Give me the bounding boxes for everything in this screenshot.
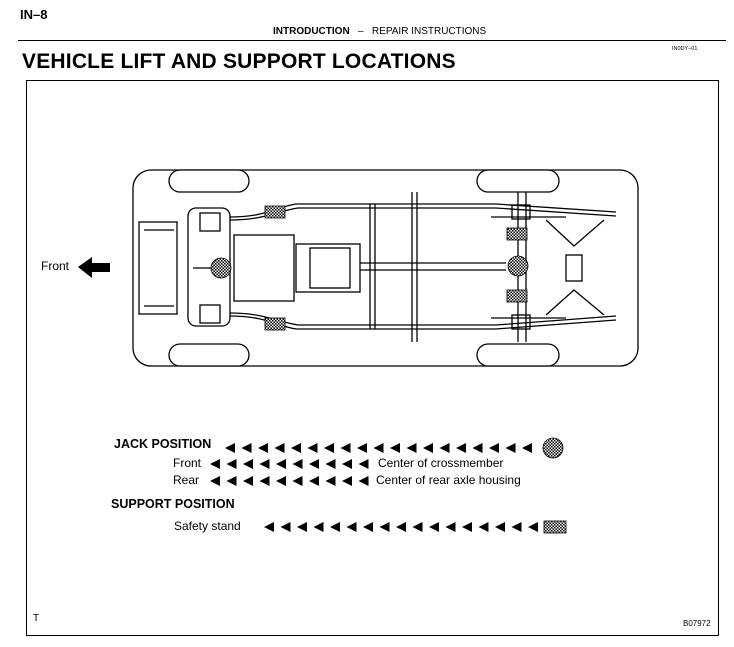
support-point-front-right bbox=[264, 317, 286, 331]
section-separator: – bbox=[358, 26, 364, 37]
left-triangle-icon bbox=[210, 476, 220, 486]
left-triangle-icon bbox=[406, 443, 417, 453]
front-left-tire bbox=[168, 169, 250, 193]
vehicle-underbody-diagram bbox=[132, 169, 639, 367]
left-triangle-icon bbox=[226, 459, 237, 469]
left-triangle-icon bbox=[379, 522, 390, 532]
jack-position-title: JACK POSITION bbox=[114, 437, 212, 451]
left-triangle-icon bbox=[522, 443, 532, 453]
left-triangle-icon bbox=[309, 459, 319, 469]
left-triangle-icon bbox=[462, 522, 472, 532]
left-triangle-icon bbox=[243, 459, 253, 469]
left-triangle-icon bbox=[264, 522, 274, 532]
left-triangle-icon bbox=[358, 476, 369, 486]
left-triangle-icon bbox=[280, 522, 291, 532]
left-triangle-icon bbox=[307, 443, 318, 453]
left-triangle-icon bbox=[292, 459, 303, 469]
left-triangle-icon bbox=[412, 522, 423, 532]
support-point-rear-right bbox=[506, 289, 528, 303]
left-triangle-icon bbox=[309, 476, 319, 486]
left-triangle-icon bbox=[511, 522, 522, 532]
rear-crossmember bbox=[545, 219, 605, 316]
figure-illustration bbox=[78, 169, 639, 534]
left-triangle-icon bbox=[396, 522, 406, 532]
front-end-area bbox=[138, 221, 178, 315]
document-code: IN0DY–01 bbox=[672, 46, 698, 52]
jack-rear-label: Rear bbox=[173, 473, 200, 487]
left-triangle-icon bbox=[324, 443, 334, 453]
front-label: Front bbox=[41, 259, 70, 273]
left-triangle-icon bbox=[478, 522, 489, 532]
left-triangle-icon bbox=[340, 443, 351, 453]
left-triangle-icon bbox=[210, 459, 220, 469]
rear-right-tire bbox=[476, 343, 560, 367]
jack-front-label: Front bbox=[173, 456, 202, 470]
left-triangle-icon bbox=[445, 522, 456, 532]
left-triangle-icon bbox=[330, 522, 340, 532]
left-triangle-icon bbox=[390, 443, 400, 453]
figure-id: B07972 bbox=[683, 619, 711, 628]
subsection-name: REPAIR INSTRUCTIONS bbox=[371, 26, 487, 37]
left-triangle-icon bbox=[291, 443, 301, 453]
left-triangle-icon bbox=[472, 443, 483, 453]
left-triangle-icon bbox=[297, 522, 307, 532]
left-triangle-icon bbox=[346, 522, 357, 532]
left-triangle-icon bbox=[358, 459, 369, 469]
jack-front-description: Center of crossmember bbox=[378, 456, 504, 470]
jack-points bbox=[210, 255, 529, 279]
left-triangle-icon bbox=[325, 476, 336, 486]
front-right-tire bbox=[168, 343, 250, 367]
left-triangle-icon bbox=[243, 476, 253, 486]
rear-left-tire bbox=[476, 169, 560, 193]
left-triangle-icon bbox=[342, 476, 352, 486]
left-triangle-icon bbox=[528, 522, 538, 532]
left-triangle-icon bbox=[423, 443, 433, 453]
left-triangle-icon bbox=[505, 443, 516, 453]
legend-leader-rows bbox=[210, 443, 538, 532]
support-position-title: SUPPORT POSITION bbox=[111, 497, 235, 511]
page-number: IN–8 bbox=[20, 7, 48, 22]
engine-block bbox=[233, 234, 295, 302]
body-outline bbox=[132, 169, 639, 367]
left-triangle-icon bbox=[363, 522, 373, 532]
page-title: VEHICLE LIFT AND SUPPORT LOCATIONS bbox=[22, 50, 456, 73]
left-triangle-icon bbox=[259, 476, 270, 486]
left-triangle-icon bbox=[495, 522, 505, 532]
support-points bbox=[264, 205, 528, 331]
jack-point-front bbox=[210, 257, 232, 279]
left-triangle-icon bbox=[456, 443, 466, 453]
left-triangle-icon bbox=[274, 443, 285, 453]
left-triangle-icon bbox=[489, 443, 499, 453]
left-triangle-icon bbox=[226, 476, 237, 486]
left-triangle-icon bbox=[225, 443, 235, 453]
transmission bbox=[295, 243, 361, 293]
left-triangle-icon bbox=[325, 459, 336, 469]
figure-frame bbox=[26, 80, 719, 636]
section-name: INTRODUCTION bbox=[273, 26, 350, 37]
crosshatched-circle-icon bbox=[542, 437, 564, 459]
left-triangle-icon bbox=[292, 476, 303, 486]
left-arrow-icon bbox=[78, 257, 110, 278]
left-triangle-icon bbox=[342, 459, 352, 469]
left-triangle-icon bbox=[313, 522, 324, 532]
left-triangle-icon bbox=[439, 443, 450, 453]
support-point-rear-left bbox=[506, 227, 528, 241]
left-triangle-icon bbox=[429, 522, 439, 532]
safety-stand-label: Safety stand bbox=[174, 519, 241, 533]
section-header: INTRODUCTION – REPAIR INSTRUCTIONS bbox=[273, 26, 486, 37]
header-rule bbox=[18, 40, 726, 41]
left-triangle-icon bbox=[276, 459, 286, 469]
left-triangle-icon bbox=[357, 443, 367, 453]
left-triangle-icon bbox=[258, 443, 268, 453]
jack-rear-description: Center of rear axle housing bbox=[376, 473, 521, 487]
jack-point-rear bbox=[507, 255, 529, 277]
left-triangle-icon bbox=[373, 443, 384, 453]
crosshatched-rectangle-icon bbox=[543, 520, 567, 534]
left-triangle-icon bbox=[259, 459, 270, 469]
left-triangle-icon bbox=[276, 476, 286, 486]
corner-letter: T bbox=[33, 613, 40, 624]
support-point-front-left bbox=[264, 205, 286, 219]
left-triangle-icon bbox=[241, 443, 252, 453]
